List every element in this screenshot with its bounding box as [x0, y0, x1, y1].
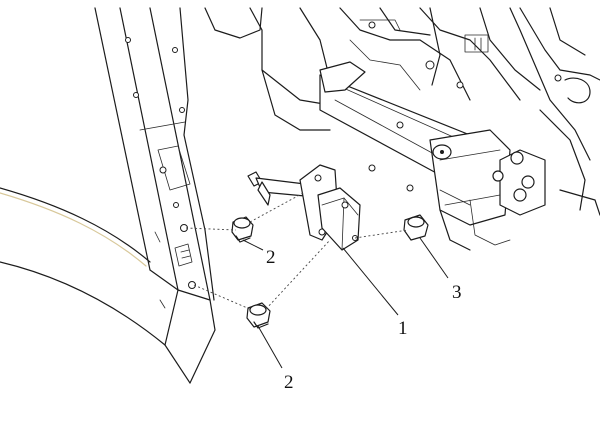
callout-2-lower: 2 [284, 372, 294, 393]
hinge-bolt-icon [510, 151, 524, 165]
check-strap-housing [317, 187, 361, 251]
bolt-part-3 [403, 214, 429, 241]
callout-3: 3 [452, 282, 462, 303]
hinge-bolt-icon [513, 188, 527, 202]
hinge-bolt-icon [492, 170, 504, 182]
callout-1: 1 [398, 318, 408, 339]
bolt-upper [231, 216, 254, 243]
callout-2-upper: 2 [266, 247, 276, 268]
leader-lines [242, 237, 449, 369]
door-panel [0, 7, 216, 384]
assembly-lines [185, 191, 409, 311]
door-check-strap [247, 164, 361, 251]
bolt-lower [246, 302, 271, 329]
body-pillar-structure [204, 7, 600, 251]
door-mount-hole-lower [188, 281, 196, 289]
hinge-bolt-icon [521, 175, 535, 189]
